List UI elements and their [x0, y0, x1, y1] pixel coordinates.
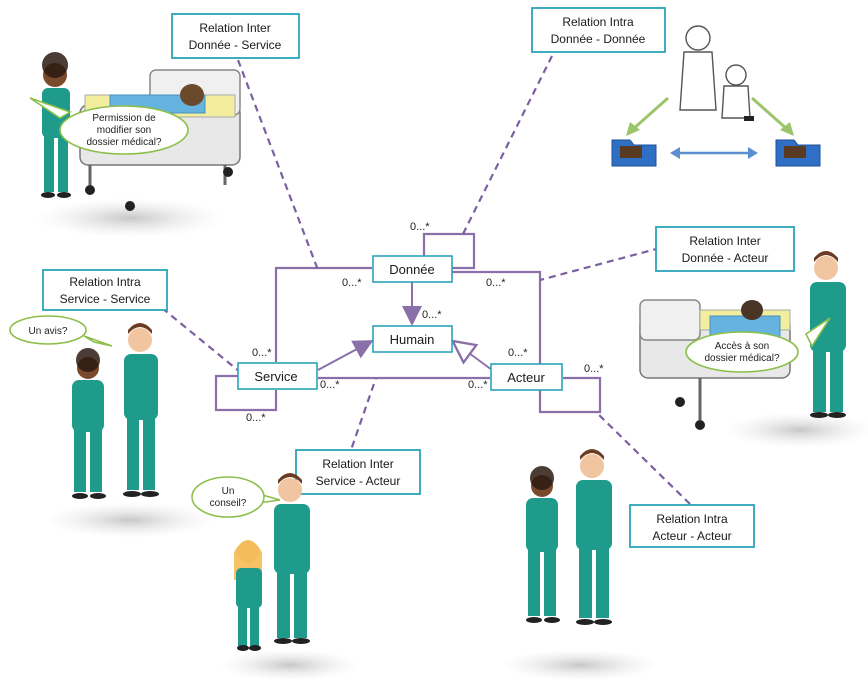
bubble-line: Un avis?: [29, 326, 68, 337]
staff-pair-left-illustration: [45, 323, 215, 538]
relation-subtitle: Service - Service: [60, 292, 151, 306]
acteur-self-loop: [538, 376, 602, 414]
relation-title: Relation Inter: [689, 234, 760, 248]
speech-bubble-avis: Un avis?: [9, 315, 113, 347]
bubble-line: conseil?: [210, 498, 247, 509]
mult-donnee-right: 0...*: [486, 277, 506, 289]
acteur-humain-arrow: [454, 342, 493, 371]
speech-bubble-conseil: Un conseil?: [191, 476, 281, 518]
donnee-acteur-line: [450, 270, 542, 364]
relation-subtitle: Donnée - Service: [189, 38, 282, 52]
mult-acteur-top: 0...*: [508, 347, 528, 359]
relation-title: Relation Inter: [199, 21, 270, 35]
folder-icon: [775, 139, 821, 167]
mult-service-right: 0...*: [320, 379, 340, 391]
service-self-loop: [214, 374, 278, 412]
relation-box-intra-donnee-donnee: Relation Intra Donnée - Donnée: [531, 7, 666, 53]
donnee-service-line: [274, 266, 372, 362]
bubble-line: Accès à son: [715, 341, 769, 352]
man-girl-illustration: [220, 473, 360, 681]
bubble-line: Permission de: [92, 113, 156, 124]
node-humain-label: Humain: [390, 332, 435, 347]
bubble-line: dossier médical?: [704, 353, 779, 364]
speech-bubble-permission: Permission de modifier son dossier médic…: [29, 97, 189, 155]
node-service: Service: [237, 362, 318, 390]
relation-subtitle: Acteur - Acteur: [652, 529, 731, 543]
mult-acteur-right: 0...*: [584, 363, 604, 375]
multiplicity-labels: 0...* 0...* 0...* 0...* 0...* 0...* 0...…: [246, 221, 604, 424]
dash-intra-donnee-donnee: [461, 55, 553, 237]
node-acteur: Acteur: [490, 363, 563, 391]
relation-box-inter-donnee-acteur: Relation Inter Donnée - Acteur: [655, 226, 795, 272]
speech-bubble-acces: Accès à son dossier médical?: [685, 317, 831, 373]
bubble-line: dossier médical?: [86, 137, 161, 148]
dashed-connectors: [161, 55, 691, 505]
folder-icon: [611, 139, 657, 167]
relation-subtitle: Service - Acteur: [316, 474, 401, 488]
donnee-self-loop: [422, 232, 476, 270]
node-service-label: Service: [254, 369, 297, 384]
relation-box-intra-service-service: Relation Intra Service - Service: [42, 269, 168, 311]
data-folders-illustration: [611, 25, 821, 167]
mult-service-bottom: 0...*: [246, 412, 266, 424]
association-lines: [214, 232, 602, 414]
relation-subtitle: Donnée - Donnée: [551, 32, 646, 46]
dash-inter-donnee-service: [236, 59, 320, 271]
mult-acteur-left: 0...*: [468, 379, 488, 391]
relation-title: Relation Intra: [562, 15, 634, 29]
mult-donnee-left: 0...*: [342, 277, 362, 289]
bubble-line: Un: [222, 486, 235, 497]
staff-pair-right-illustration: [500, 449, 660, 681]
service-humain-arrow: [317, 340, 374, 371]
mult-donnee-humain: 0...*: [422, 309, 442, 321]
node-humain: Humain: [372, 325, 453, 353]
relation-title: Relation Intra: [69, 275, 141, 289]
dash-inter-donnee-acteur: [539, 246, 661, 282]
relation-title: Relation Intra: [656, 512, 728, 526]
bubble-line: modifier son: [97, 125, 151, 136]
node-donnee: Donnée: [372, 255, 453, 283]
dash-intra-service-service: [161, 307, 241, 373]
mult-service-top: 0...*: [252, 347, 272, 359]
relation-subtitle: Donnée - Acteur: [682, 251, 769, 265]
mult-donnee-self: 0...*: [410, 221, 430, 233]
relation-box-intra-acteur-acteur: Relation Intra Acteur - Acteur: [629, 504, 755, 548]
relation-box-inter-service-acteur: Relation Inter Service - Acteur: [295, 449, 421, 495]
dash-intra-acteur-acteur: [595, 411, 691, 505]
node-donnee-label: Donnée: [389, 262, 435, 277]
node-acteur-label: Acteur: [507, 370, 545, 385]
relation-box-inter-donnee-service: Relation Inter Donnée - Service: [171, 13, 300, 59]
relation-title: Relation Inter: [322, 457, 393, 471]
